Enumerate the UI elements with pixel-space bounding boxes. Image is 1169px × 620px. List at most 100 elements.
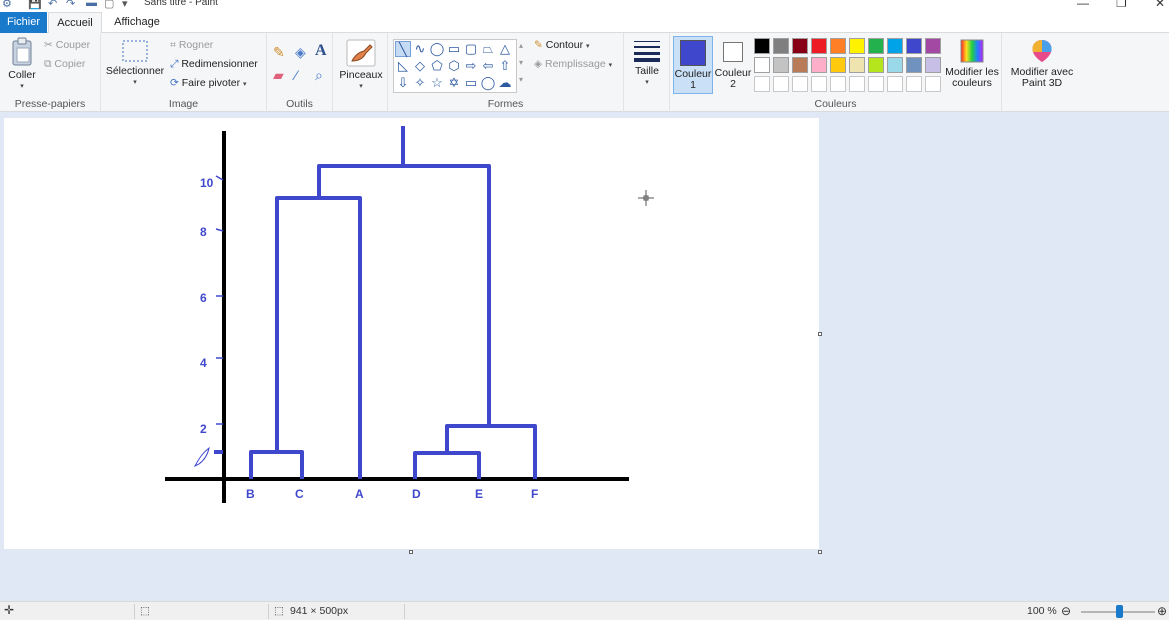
palette-swatch[interactable] [849, 38, 865, 54]
hexagon-shape-icon[interactable]: ⬡ [448, 58, 460, 73]
arrow-left-shape-icon[interactable]: ⇦ [482, 58, 494, 73]
color2-button[interactable]: Couleur 2 [713, 36, 753, 94]
custom-color-slot[interactable] [830, 76, 846, 92]
palette-swatch[interactable] [830, 57, 846, 73]
palette-swatch[interactable] [906, 38, 922, 54]
zoom-in-icon[interactable]: ⊕ [1157, 604, 1168, 618]
pencil-icon[interactable]: ✎ [273, 44, 285, 60]
palette-swatch[interactable] [830, 38, 846, 54]
tab-home[interactable]: Accueil [48, 12, 102, 34]
magnifier-icon[interactable]: ⌕ [315, 67, 323, 83]
custom-color-slot[interactable] [868, 76, 884, 92]
select-dropdown-icon[interactable]: ▾ [133, 79, 137, 86]
color1-button[interactable]: Couleur 1 [673, 36, 713, 94]
outline-dropdown-icon[interactable]: ▾ [586, 43, 590, 50]
rounded-rectangle-shape-icon[interactable]: ▢ [464, 41, 478, 56]
oval-shape-icon[interactable]: ◯ [429, 41, 445, 56]
right-triangle-shape-icon[interactable]: ◺ [398, 58, 408, 73]
arrow-down-shape-icon[interactable]: ⇩ [397, 75, 409, 90]
palette-swatch[interactable] [811, 57, 827, 73]
color-picker-icon[interactable]: ⁄ [295, 67, 298, 83]
fill-button[interactable]: ◈ Remplissage ▾ [534, 58, 612, 70]
diamond-shape-icon[interactable]: ◇ [415, 58, 425, 73]
eraser-icon[interactable]: ▰ [273, 67, 284, 83]
triangle-shape-icon[interactable]: △ [500, 41, 510, 56]
close-button[interactable]: ✕ [1155, 0, 1166, 10]
resize-handle-corner[interactable] [818, 550, 822, 554]
folder-icon[interactable]: ▬ [86, 0, 97, 9]
size-button[interactable]: Taille ▾ [629, 39, 665, 88]
rectangle-shape-icon[interactable]: ▭ [447, 41, 461, 56]
polygon-shape-icon[interactable]: ⏢ [482, 41, 494, 56]
custom-color-slot[interactable] [849, 76, 865, 92]
undo-icon[interactable]: ↶ [48, 0, 58, 10]
copy-button[interactable]: ⧉ Copier [44, 58, 85, 71]
palette-swatch[interactable] [887, 57, 903, 73]
text-tool-icon[interactable]: A [315, 42, 327, 59]
palette-swatch[interactable] [754, 57, 770, 73]
maximize-button[interactable]: ❐ [1116, 0, 1127, 10]
customize-toolbar-icon[interactable]: ▾ [122, 0, 128, 10]
star-six-shape-icon[interactable]: ✡ [448, 75, 460, 90]
custom-color-slot[interactable] [811, 76, 827, 92]
palette-swatch[interactable] [849, 57, 865, 73]
callout-cloud-shape-icon[interactable]: ☁ [498, 75, 512, 90]
outline-button[interactable]: ✎ Contour ▾ [534, 39, 590, 51]
tab-file[interactable]: Fichier [0, 12, 47, 33]
palette-swatch[interactable] [773, 38, 789, 54]
palette-swatch[interactable] [906, 57, 922, 73]
custom-color-slot[interactable] [754, 76, 770, 92]
rotate-dropdown-icon[interactable]: ▾ [243, 81, 247, 88]
resize-handle-bottom[interactable] [409, 550, 413, 554]
fill-dropdown-icon[interactable]: ▾ [608, 62, 613, 69]
palette-swatch[interactable] [925, 38, 941, 54]
shapes-gallery[interactable]: ╲ ∿ ◯ ▭ ▢ ⏢ △ ◺ ◇ ⬠ ⬡ ⇨ ⇦ ⇧ ⇩ ✧ ☆ ✡ ▭ ◯ … [393, 39, 517, 93]
crop-button[interactable]: ⌗ Rogner [170, 39, 213, 52]
palette-swatch[interactable] [925, 57, 941, 73]
brushes-dropdown-icon[interactable]: ▾ [359, 83, 363, 90]
paste-dropdown-icon[interactable]: ▾ [20, 83, 24, 90]
callout-oval-shape-icon[interactable]: ◯ [480, 75, 496, 90]
redo-icon[interactable]: ↷ [66, 0, 76, 10]
resize-handle-right[interactable] [818, 332, 822, 336]
palette-swatch[interactable] [887, 38, 903, 54]
palette-swatch[interactable] [868, 57, 884, 73]
zoom-out-icon[interactable]: ⊖ [1061, 604, 1072, 618]
rotate-button[interactable]: ⟳ Faire pivoter ▾ [170, 77, 247, 89]
palette-swatch[interactable] [773, 57, 789, 73]
paste-button[interactable]: Coller ▾ [4, 37, 40, 92]
palette-swatch[interactable] [754, 38, 770, 54]
brushes-button[interactable]: Pinceaux ▾ [338, 39, 384, 92]
paint3d-button[interactable]: Modifier avec Paint 3D [1006, 38, 1078, 89]
new-file-icon[interactable]: ▢ [104, 0, 115, 10]
star-five-shape-icon[interactable]: ☆ [431, 75, 443, 90]
custom-color-slot[interactable] [906, 76, 922, 92]
arrow-up-shape-icon[interactable]: ⇧ [499, 58, 511, 73]
pentagon-shape-icon[interactable]: ⬠ [431, 58, 443, 73]
custom-color-slot[interactable] [792, 76, 808, 92]
curve-shape-icon[interactable]: ∿ [414, 41, 426, 56]
tab-view[interactable]: Affichage [114, 16, 160, 28]
zoom-slider-thumb[interactable] [1116, 605, 1123, 618]
select-button[interactable]: Sélectionner ▾ [105, 39, 165, 88]
palette-swatch[interactable] [811, 38, 827, 54]
fill-bucket-icon[interactable]: ◈ [295, 44, 306, 60]
resize-button[interactable]: ⤢ Redimensionner [170, 58, 258, 71]
custom-color-slot[interactable] [773, 76, 789, 92]
star-four-shape-icon[interactable]: ✧ [414, 75, 426, 90]
custom-color-slot[interactable] [925, 76, 941, 92]
arrow-right-shape-icon[interactable]: ⇨ [465, 58, 477, 73]
palette-swatch[interactable] [792, 57, 808, 73]
edit-colors-button[interactable]: Modifier les couleurs [944, 38, 1000, 89]
save-icon[interactable]: 💾 [28, 0, 42, 10]
line-shape-icon[interactable]: ╲ [395, 41, 411, 57]
drawing-canvas[interactable]: 10 8 6 4 2 B C A D E F [4, 118, 819, 549]
custom-color-slot[interactable] [887, 76, 903, 92]
size-dropdown-icon[interactable]: ▾ [645, 79, 649, 86]
palette-swatch[interactable] [792, 38, 808, 54]
callout-rect-shape-icon[interactable]: ▭ [464, 75, 478, 90]
cut-button[interactable]: ✂ Couper [44, 39, 90, 51]
minimize-button[interactable]: — [1077, 0, 1089, 10]
shapes-scroll-up-icon[interactable]: ▴▾▾ [519, 41, 524, 84]
palette-swatch[interactable] [868, 38, 884, 54]
